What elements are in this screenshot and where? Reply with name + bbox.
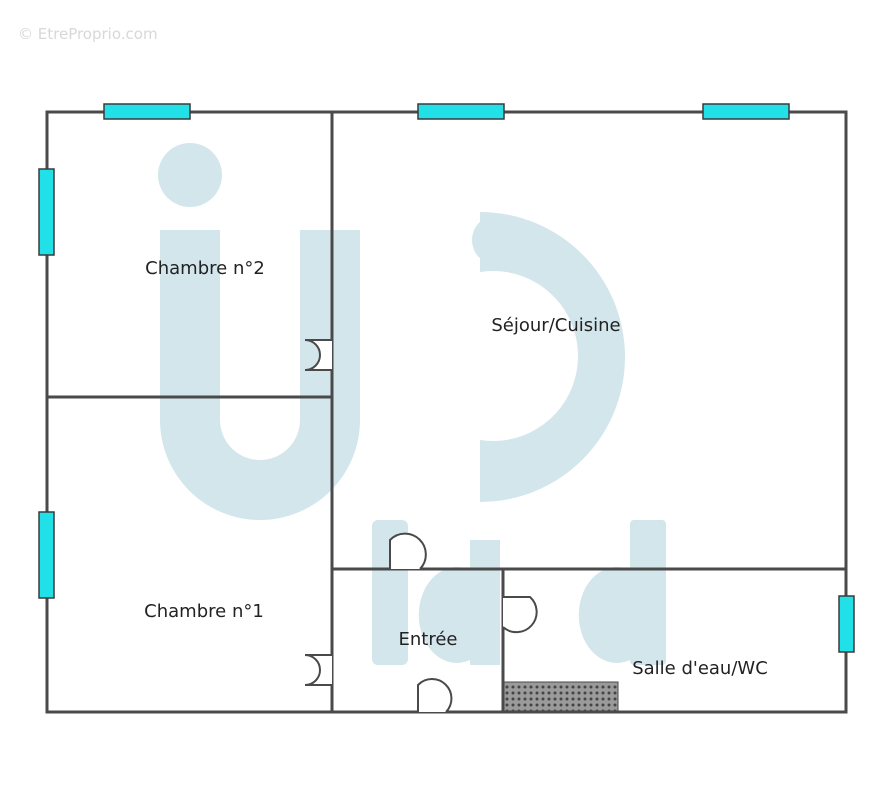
shower-tray [503, 681, 619, 712]
window-top-right [702, 103, 790, 120]
window-left-upper [38, 168, 55, 256]
door-sejour [389, 532, 427, 570]
window-left-lower [38, 511, 55, 599]
room-label-salle: Salle d'eau/WC [632, 658, 768, 679]
door-salle [502, 596, 538, 634]
room-label-chambre1: Chambre n°1 [144, 601, 264, 622]
copyright-text: © EtreProprio.com [18, 25, 158, 43]
window-top-center [417, 103, 505, 120]
iad-watermark-logo [158, 143, 666, 665]
window-right-lower [838, 595, 855, 653]
window-top-left [103, 103, 191, 120]
doors [304, 339, 538, 713]
room-label-entree: Entrée [399, 629, 458, 650]
windows [38, 103, 855, 653]
door-chambre2 [304, 339, 332, 371]
room-label-sejour: Séjour/Cuisine [491, 315, 620, 336]
room-label-chambre2: Chambre n°2 [145, 258, 265, 279]
door-entree [417, 678, 453, 713]
door-chambre1 [304, 654, 332, 686]
